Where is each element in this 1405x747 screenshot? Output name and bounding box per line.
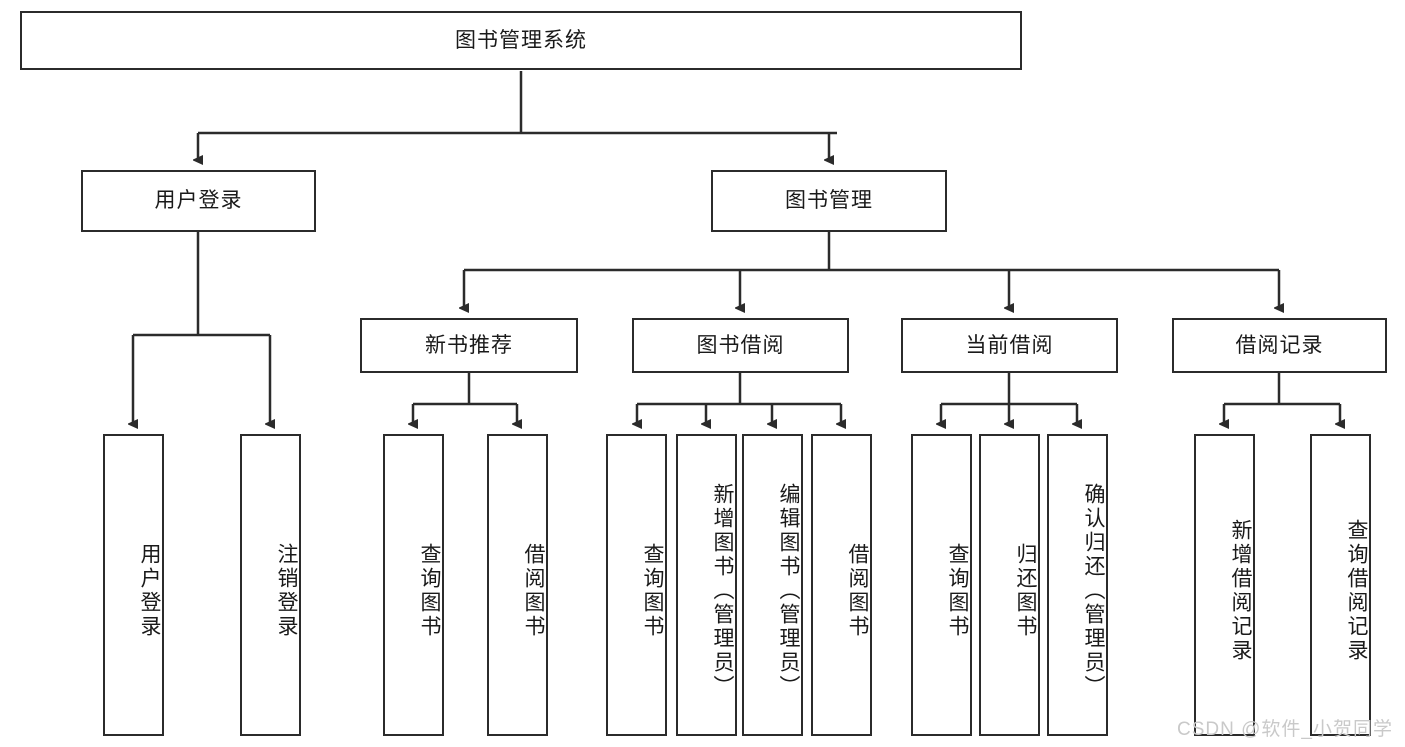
node-new-book-recommend[interactable]: 新书推荐 bbox=[360, 318, 578, 373]
node-label: 借阅记录 bbox=[1235, 333, 1324, 357]
node-label: 用户登录 bbox=[138, 543, 161, 639]
node-label: 查询图书 bbox=[946, 543, 969, 639]
node-label: 确认归还（管理员） bbox=[1082, 483, 1105, 699]
node-leaf-query-book-current[interactable]: 查询图书 bbox=[911, 434, 972, 736]
node-leaf-add-book[interactable]: 新增图书（管理员） bbox=[676, 434, 737, 736]
node-label: 图书管理 bbox=[785, 189, 873, 213]
node-leaf-return-book[interactable]: 归还图书 bbox=[979, 434, 1040, 736]
node-root-book-management-system[interactable]: 图书管理系统 bbox=[20, 11, 1022, 70]
node-label: 图书借阅 bbox=[696, 333, 785, 357]
node-leaf-edit-book[interactable]: 编辑图书（管理员） bbox=[742, 434, 803, 736]
node-label: 当前借阅 bbox=[965, 333, 1054, 357]
node-leaf-logout[interactable]: 注销登录 bbox=[240, 434, 301, 736]
node-label: 借阅图书 bbox=[522, 543, 545, 639]
node-leaf-borrow-book[interactable]: 借阅图书 bbox=[811, 434, 872, 736]
node-leaf-confirm-return[interactable]: 确认归还（管理员） bbox=[1047, 434, 1108, 736]
watermark: CSDN @软件_小贺同学 bbox=[1177, 719, 1393, 740]
node-label: 查询借阅记录 bbox=[1345, 519, 1368, 663]
node-leaf-query-book-recommend[interactable]: 查询图书 bbox=[383, 434, 444, 736]
node-label: 图书管理系统 bbox=[455, 28, 587, 52]
node-leaf-add-borrow-record[interactable]: 新增借阅记录 bbox=[1194, 434, 1255, 736]
node-leaf-query-book-borrow[interactable]: 查询图书 bbox=[606, 434, 667, 736]
node-label: 查询图书 bbox=[641, 543, 664, 639]
node-label: 编辑图书（管理员） bbox=[777, 483, 800, 699]
node-label: 注销登录 bbox=[275, 543, 298, 639]
node-label: 归还图书 bbox=[1014, 543, 1037, 639]
node-borrow-record[interactable]: 借阅记录 bbox=[1172, 318, 1387, 373]
node-label: 新增图书（管理员） bbox=[711, 483, 734, 699]
node-label: 新增借阅记录 bbox=[1229, 519, 1252, 663]
node-current-borrow[interactable]: 当前借阅 bbox=[901, 318, 1118, 373]
node-user-login[interactable]: 用户登录 bbox=[81, 170, 316, 232]
node-leaf-query-borrow-record[interactable]: 查询借阅记录 bbox=[1310, 434, 1371, 736]
node-book-management[interactable]: 图书管理 bbox=[711, 170, 947, 232]
node-leaf-user-login[interactable]: 用户登录 bbox=[103, 434, 164, 736]
node-label: 借阅图书 bbox=[846, 543, 869, 639]
node-book-borrow[interactable]: 图书借阅 bbox=[632, 318, 849, 373]
node-label: 查询图书 bbox=[418, 543, 441, 639]
node-leaf-borrow-book-recommend[interactable]: 借阅图书 bbox=[487, 434, 548, 736]
node-label: 用户登录 bbox=[154, 189, 243, 213]
node-label: 新书推荐 bbox=[425, 333, 513, 357]
